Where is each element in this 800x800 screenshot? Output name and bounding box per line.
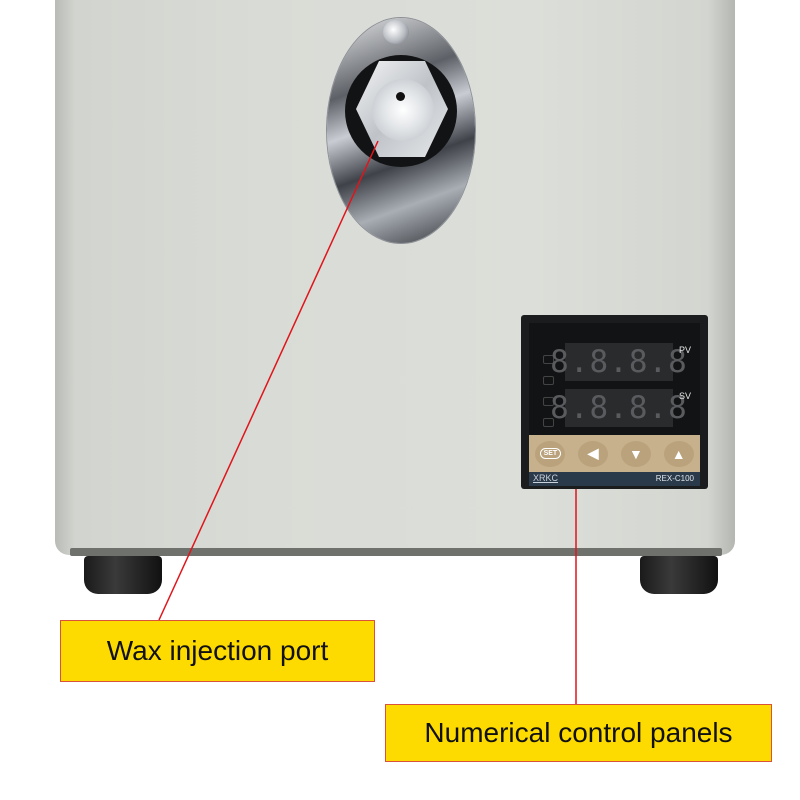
callout-wax-injection-port: Wax injection port — [60, 620, 375, 682]
status-leds — [543, 355, 554, 439]
controller-brand-bar: XRKC REX-C100 — [529, 472, 700, 486]
callout-label: Numerical control panels — [424, 717, 733, 748]
status-led-icon — [543, 376, 554, 385]
model-number: REX-C100 — [655, 474, 694, 483]
leader-line-wax-port — [158, 140, 379, 621]
shift-button[interactable]: ◀ — [578, 440, 609, 467]
wax-injection-nozzle[interactable] — [372, 79, 434, 141]
temperature-controller: 8.8.8.8 8.8.8.8 PV SV SET ◀ ▼ ▲ XRKC REX… — [521, 315, 708, 489]
brand-logo: XRKC — [533, 473, 559, 483]
callout-label: Wax injection port — [106, 635, 329, 666]
set-icon: SET — [539, 448, 562, 459]
sv-display: 8.8.8.8 — [550, 389, 688, 427]
rubber-foot-left — [84, 556, 162, 594]
shift-left-icon: ◀ — [587, 445, 599, 461]
controller-face: 8.8.8.8 8.8.8.8 PV SV — [529, 323, 700, 437]
down-arrow-icon: ▼ — [628, 445, 643, 462]
down-button[interactable]: ▼ — [620, 440, 651, 467]
controller-button-bar: SET ◀ ▼ ▲ — [529, 435, 700, 472]
screw-icon — [383, 20, 409, 44]
status-led-icon — [543, 397, 554, 406]
rubber-foot-right — [640, 556, 718, 594]
cabinet-base — [70, 548, 722, 556]
set-button[interactable]: SET — [535, 440, 566, 467]
status-led-icon — [543, 418, 554, 427]
up-arrow-icon: ▲ — [671, 445, 686, 462]
status-led-icon — [543, 355, 554, 364]
callout-numerical-control-panels: Numerical control panels — [385, 704, 772, 762]
sv-label: SV — [679, 391, 692, 401]
nozzle-hole — [396, 92, 405, 101]
pv-label: PV — [679, 345, 692, 355]
pv-display: 8.8.8.8 — [550, 343, 688, 381]
up-button[interactable]: ▲ — [663, 440, 694, 467]
